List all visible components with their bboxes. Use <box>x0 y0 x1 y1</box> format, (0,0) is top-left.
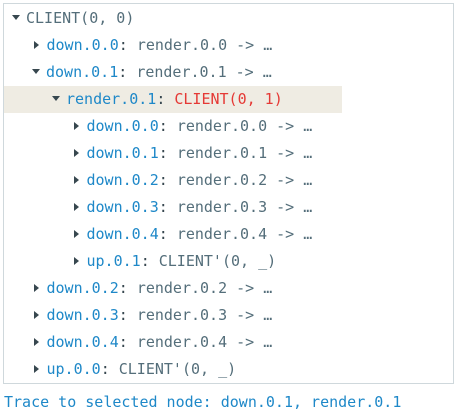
node-key: up.0.0 <box>46 360 101 378</box>
node-separator: : <box>158 117 177 135</box>
node-separator: : <box>118 36 137 54</box>
node-value: CLIENT'(0, _) <box>118 360 237 378</box>
tree-row[interactable]: down.0.2: render.0.2 -> … <box>4 167 453 194</box>
caret-right-icon[interactable] <box>74 148 79 157</box>
node-value: render.0.3 -> … <box>136 306 273 324</box>
tree-row[interactable]: down.0.1: render.0.1 -> … <box>4 59 453 86</box>
node-key: up.0.1 <box>86 252 141 270</box>
node-separator: : <box>118 279 137 297</box>
node-value: render.0.0 -> … <box>136 36 273 54</box>
caret-down-icon[interactable] <box>12 15 20 20</box>
tree-row[interactable]: down.0.4: render.0.4 -> … <box>4 329 453 356</box>
node-value: render.0.2 -> … <box>176 171 313 189</box>
caret-right-icon[interactable] <box>34 310 39 319</box>
trace-tree: CLIENT(0, 0)down.0.0: render.0.0 -> …dow… <box>4 4 453 383</box>
tree-row[interactable]: down.0.0: render.0.0 -> … <box>4 32 453 59</box>
tree-row[interactable]: down.0.3: render.0.3 -> … <box>4 194 453 221</box>
node-key: down.0.4 <box>86 225 159 243</box>
caret-right-icon[interactable] <box>34 40 39 49</box>
caret-right-icon[interactable] <box>74 256 79 265</box>
node-separator: : <box>156 90 175 108</box>
caret-right-icon[interactable] <box>74 229 79 238</box>
node-key: render.0.1 <box>66 90 157 108</box>
node-separator: : <box>140 252 159 270</box>
node-key: down.0.3 <box>46 306 119 324</box>
node-key: down.0.2 <box>46 279 119 297</box>
node-separator: : <box>158 171 177 189</box>
node-key: down.0.0 <box>46 36 119 54</box>
tree-row[interactable]: down.0.4: render.0.4 -> … <box>4 221 453 248</box>
node-separator: : <box>158 198 177 216</box>
tree-row[interactable]: down.0.0: render.0.0 -> … <box>4 113 453 140</box>
node-key: down.0.1 <box>86 144 159 162</box>
node-key: down.0.1 <box>46 63 119 81</box>
node-value: render.0.0 -> … <box>176 117 313 135</box>
node-separator: : <box>118 306 137 324</box>
caret-right-icon[interactable] <box>74 202 79 211</box>
node-separator: : <box>158 144 177 162</box>
node-separator: : <box>118 333 137 351</box>
tree-row[interactable]: CLIENT(0, 0) <box>4 5 453 32</box>
node-value: render.0.1 -> … <box>136 63 272 81</box>
caret-right-icon[interactable] <box>74 175 79 184</box>
caret-right-icon[interactable] <box>34 364 39 373</box>
tree-row-selected[interactable]: render.0.1: CLIENT(0, 1) <box>4 86 453 113</box>
caret-down-icon[interactable] <box>32 69 40 74</box>
node-value: render.0.3 -> … <box>176 198 313 216</box>
tree-row[interactable]: up.0.0: CLIENT'(0, _) <box>4 356 453 383</box>
node-separator: : <box>100 360 119 378</box>
caret-right-icon[interactable] <box>34 337 39 346</box>
node-value: CLIENT(0, 1) <box>174 90 283 108</box>
caret-right-icon[interactable] <box>74 121 79 130</box>
tree-row[interactable]: down.0.1: render.0.1 -> … <box>4 140 453 167</box>
trace-footer: Trace to selected node: down.0.1, render… <box>4 393 402 411</box>
node-value: render.0.2 -> … <box>136 279 273 297</box>
tree-panel: CLIENT(0, 0)down.0.0: render.0.0 -> …dow… <box>3 3 454 384</box>
node-value: CLIENT(0, 0) <box>26 9 135 27</box>
node-key: down.0.4 <box>46 333 119 351</box>
tree-row[interactable]: down.0.3: render.0.3 -> … <box>4 302 453 329</box>
node-value: render.0.1 -> … <box>176 144 313 162</box>
node-value: render.0.4 -> … <box>176 225 313 243</box>
caret-down-icon[interactable] <box>52 96 60 101</box>
node-key: down.0.3 <box>86 198 159 216</box>
tree-row[interactable]: down.0.2: render.0.2 -> … <box>4 275 453 302</box>
caret-right-icon[interactable] <box>34 283 39 292</box>
node-key: down.0.0 <box>86 117 159 135</box>
node-separator: : <box>158 225 177 243</box>
node-value: CLIENT'(0, _) <box>158 252 277 270</box>
node-key: down.0.2 <box>86 171 159 189</box>
tree-row[interactable]: up.0.1: CLIENT'(0, _) <box>4 248 453 275</box>
node-value: render.0.4 -> … <box>136 333 273 351</box>
node-separator: : <box>118 63 137 81</box>
